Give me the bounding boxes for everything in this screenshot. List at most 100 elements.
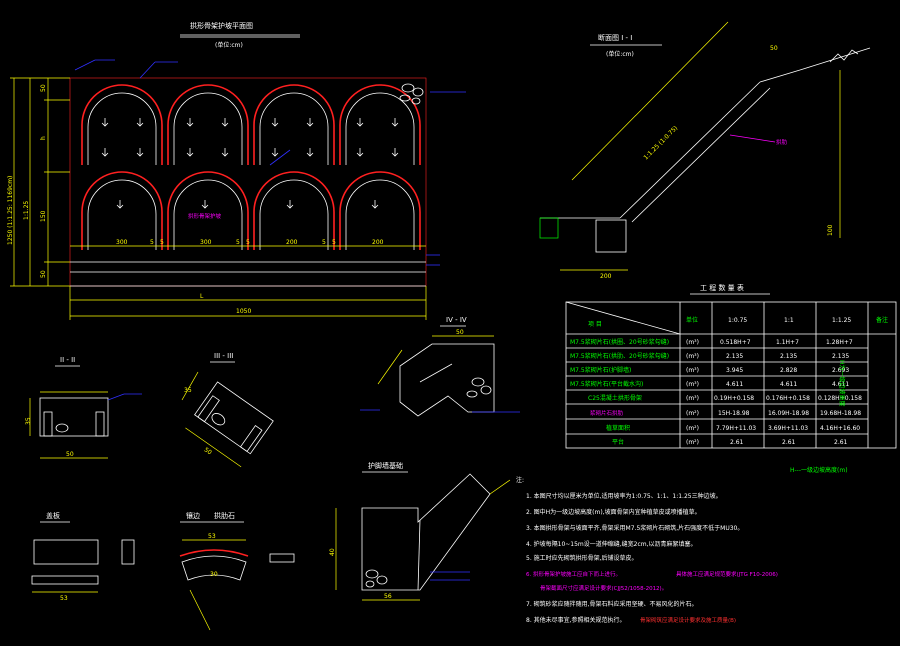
plan-magenta-label: 拱形骨架护坡 [188, 212, 222, 220]
table-cell: 浆砌片石拱肋 [590, 409, 624, 417]
note-item: 5. 施工时应先砌筑拱形骨架,后铺设草皮。 [526, 554, 638, 562]
plan-span-dims: 300 5 5 300 5 5 200 5 5 200 [70, 239, 426, 247]
section-4-dim-0: 50 [456, 329, 464, 336]
arch-row-top [81, 84, 421, 165]
section-1: 断面图 I - I (单位:cm) 200 50 100 1:1.25 (1:0… [539, 21, 871, 280]
table-cell: M7.5浆砌片石(平台截水沟) [570, 380, 643, 388]
table-cell: M7.5浆砌片石(拱圈、20号砂浆勾缝) [570, 338, 669, 346]
section-3-title: III - III [214, 352, 233, 360]
parts-curb-title-2: 拱肋石 [214, 511, 235, 520]
table-cell: 2.61 [730, 439, 744, 446]
flow-arrows [101, 118, 399, 209]
table-footnote: H---一级边坡高度(m) [790, 466, 848, 474]
plan-span-3: 300 [200, 239, 212, 246]
table-header-unit: 单位 [686, 316, 698, 324]
table-cell: 16.09H-18.98 [768, 410, 809, 417]
table-cell: 2.135 [832, 353, 849, 360]
plan-span-6: 200 [286, 239, 298, 246]
note-highlight-2: 骨架截面尺寸应满足设计要求(CJJ52/1058-2012)。 [540, 584, 667, 592]
section-5-dim-0: 56 [384, 593, 392, 600]
plan-dim-left-0: 50 [40, 84, 47, 92]
plan-span-1: 5 [150, 239, 154, 246]
note-item: 4. 护坡每隔10~15m设一道伸缩缝,缝宽2cm,以沥青麻絮填塞。 [526, 540, 697, 548]
note-item: 2. 图中H为一级边坡高度(m),坡面骨架内宜种植草皮或喷播植草。 [526, 508, 701, 516]
table-cell: 1.1H+7 [776, 339, 799, 346]
table-cell: 4.611 [726, 381, 743, 388]
plan-leaders [74, 59, 466, 266]
table-remark: H为一级边坡高度 [838, 360, 846, 407]
table-cell: 3.69H+11.03 [768, 425, 808, 432]
plan-span-2: 5 [160, 239, 164, 246]
table-cell: (m³) [686, 353, 699, 360]
plan-left-dims: 50 h 150 50 1250 (1:1.25: 1169cm) 1:1.25 [7, 77, 70, 287]
table-cell: M7.5浆砌片石(拱肋、20号砂浆勾缝) [570, 352, 669, 360]
table-cell: 4.16H+16.60 [820, 425, 860, 432]
section-1-slope: 1:1.25 (1:0.75) [642, 125, 679, 162]
notes-title: 注: [516, 476, 524, 484]
table-cell: 4.611 [832, 381, 849, 388]
parts-curb-title: 镶边 [186, 511, 200, 520]
table-cell: (m³) [686, 367, 699, 374]
section-5-title: 护脚墙基础 [368, 461, 403, 470]
parts-cap-title: 盖板 [46, 511, 60, 520]
table-cell: 19.68H-18.98 [820, 410, 861, 417]
table-cell: (m³) [686, 395, 699, 402]
note-highlight-1: 具体施工应满足规范要求(JTG F10-2006) [676, 570, 778, 578]
section-1-dim-0: 200 [600, 273, 612, 280]
table-cell: M7.5浆砌片石(护脚墙) [570, 366, 631, 374]
table-header-item: 项 目 [588, 321, 602, 328]
table-cell: 0.518H+7 [720, 339, 751, 346]
table-header-note: 备注 [876, 316, 888, 324]
table-title: 工 程 数 量 表 [700, 283, 744, 292]
table-cell: (m³) [686, 381, 699, 388]
section-1-dim-2: 100 [827, 224, 834, 236]
parts-dim-0: 53 [60, 595, 68, 602]
section-3: III - III 50 35 [181, 352, 274, 468]
table-cell: 3.945 [726, 367, 743, 374]
table-cell: 0.19H+0.158 [714, 395, 754, 402]
plan-view: 拱形骨架护坡平面图 (单位:cm) [7, 21, 466, 320]
plan-bottom-dims: L 1050 [69, 286, 427, 320]
plan-span-7: 5 [322, 239, 326, 246]
plan-dim-left-long: 1250 (1:1.25: 1169cm) [7, 176, 14, 245]
plan-dim-bottom-2: 1050 [236, 308, 251, 315]
table-header-c2: 1:1 [784, 317, 794, 324]
section-2-dim-1: 35 [25, 417, 32, 425]
section-1-title: 断面图 I - I [598, 33, 632, 42]
section-3-dim-0: 50 [203, 446, 213, 456]
table-cell: 2.828 [780, 367, 797, 374]
section-1-dim-1: 50 [770, 45, 778, 52]
plan-dim-bottom: L [200, 293, 204, 300]
table-rows: M7.5浆砌片石(拱圈、20号砂浆勾缝) (m³) 0.518H+7 1.1H+… [570, 338, 862, 446]
table-cell: 1.28H+7 [826, 339, 853, 346]
parts-detail: 盖板 53 镶边 拱肋石 53 30 [31, 511, 295, 631]
note-item: 8. 其他未尽事宜,参照相关规范执行。 [526, 616, 626, 624]
arch-row-bottom [81, 171, 421, 250]
note-highlight-3: 骨架砌筑应满足设计要求及施工质量(B) [640, 616, 736, 624]
table-header-c3: 1:1.25 [832, 317, 851, 324]
table-cell: 2.61 [782, 439, 796, 446]
table-cell: 2.135 [780, 353, 797, 360]
table-cell: 4.611 [780, 381, 797, 388]
table-cell: 平台 [612, 438, 624, 446]
table-cell: 2.61 [834, 439, 848, 446]
plan-dim-left-3: 50 [40, 270, 47, 278]
table-cell: (m³) [686, 339, 699, 346]
notes: 注: 1. 本图尺寸均以厘米为单位,适用坡率为1:0.75、1:1、1:1.25… [516, 476, 778, 624]
rubble-corner [399, 83, 424, 105]
section-1-subtitle: (单位:cm) [606, 50, 634, 58]
table-cell: 2.693 [832, 367, 849, 374]
table-cell: (m²) [686, 439, 699, 446]
plan-dim-left-1: h [40, 136, 47, 140]
note-item: 1. 本图尺寸均以厘米为单位,适用坡率为1:0.75、1:1、1:1.25三种边… [526, 492, 722, 500]
plan-label-a: 1:1.25 [23, 201, 30, 220]
plan-span-9: 200 [372, 239, 384, 246]
section-2: II - II 50 35 [25, 356, 142, 459]
table-row-lines [566, 347, 868, 435]
table-cell: C25混凝土拱形骨架 [588, 394, 642, 402]
plan-span-8: 5 [332, 239, 336, 246]
table-cell: 0.128H+0.158 [818, 395, 862, 402]
parts-dim-1: 53 [208, 533, 216, 540]
plan-title: 拱形骨架护坡平面图 [190, 21, 253, 30]
